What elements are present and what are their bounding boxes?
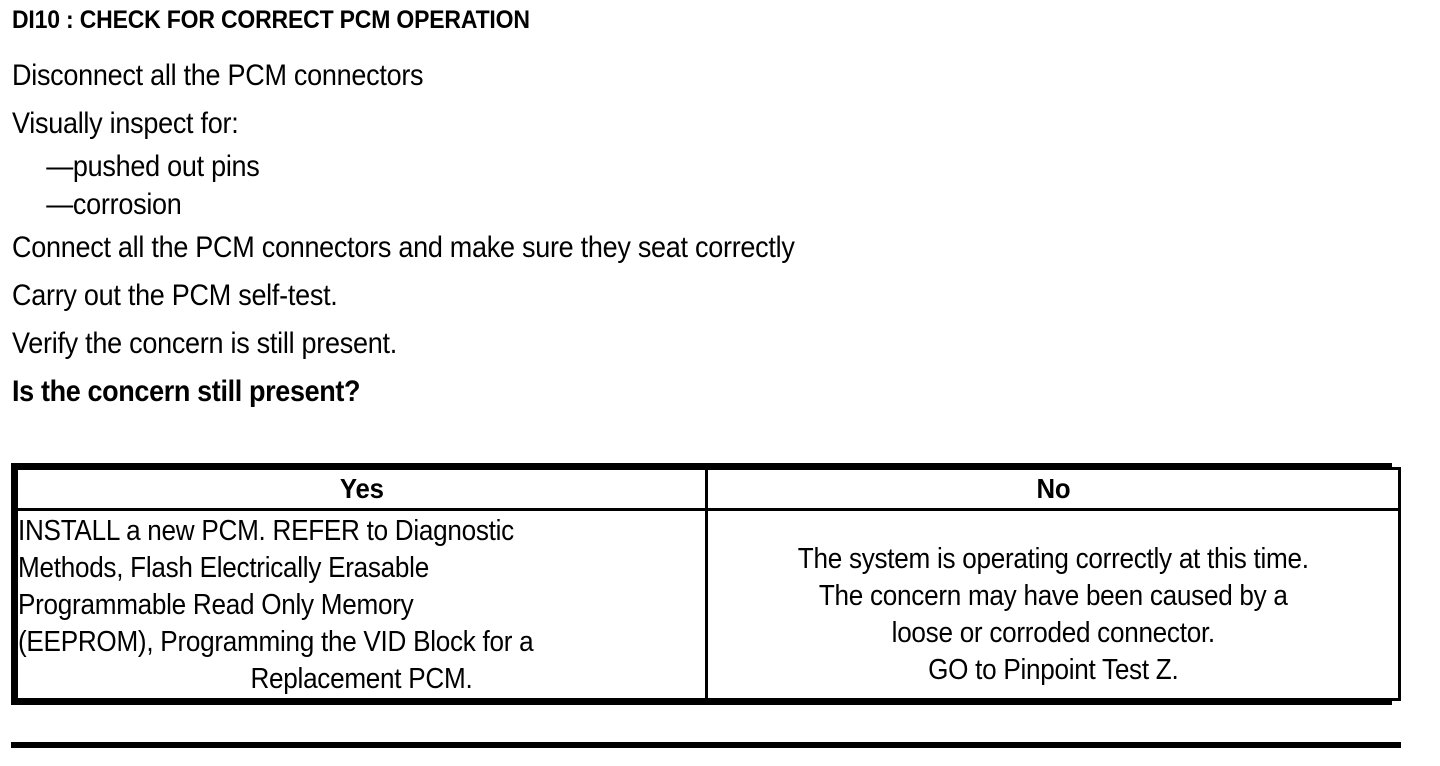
cell-text-line: The system is operating correctly at thi… — [797, 542, 1309, 575]
procedure-question: Is the concern still present? — [12, 375, 361, 408]
cell-text-line: Replacement PCM. — [250, 663, 473, 695]
cell-text-line: loose or corroded connector. — [891, 616, 1215, 649]
cell-text-line: GO to Pinpoint Test Z. — [927, 653, 1179, 686]
page-title: DI10 : CHECK FOR CORRECT PCM OPERATION — [12, 6, 530, 34]
procedure-step: —corrosion — [46, 188, 182, 221]
cell-text-line: Methods, Flash Electrically Erasable — [18, 552, 429, 584]
column-header-no-label: No — [1036, 473, 1070, 504]
column-header-yes-label: Yes — [339, 473, 384, 504]
procedure-step: Carry out the PCM self-test. — [12, 279, 338, 312]
cell-no-text: The system is operating correctly at thi… — [708, 521, 1398, 689]
cell-no-action: The system is operating correctly at thi… — [705, 508, 1401, 701]
cell-text-line: The concern may have been caused by a — [818, 579, 1288, 612]
procedure-step: —pushed out pins — [46, 150, 260, 183]
decision-table: Yes No INSTALL a new PCM. REFER to Diagn… — [11, 463, 1401, 705]
procedure-step: Connect all the PCM connectors and make … — [12, 231, 795, 264]
bottom-divider-rule — [11, 742, 1401, 748]
cell-text-line: Programmable Read Only Memory — [18, 589, 414, 621]
cell-text-line: (EEPROM), Programming the VID Block for … — [18, 626, 534, 658]
procedure-step: Disconnect all the PCM connectors — [12, 59, 424, 92]
column-header-no: No — [705, 467, 1401, 511]
procedure-step: Verify the concern is still present. — [12, 327, 397, 360]
table-header-row: Yes No — [15, 467, 1401, 511]
column-header-yes: Yes — [15, 467, 708, 511]
procedure-step: Visually inspect for: — [12, 107, 239, 140]
cell-text-line: INSTALL a new PCM. REFER to Diagnostic — [18, 515, 514, 547]
